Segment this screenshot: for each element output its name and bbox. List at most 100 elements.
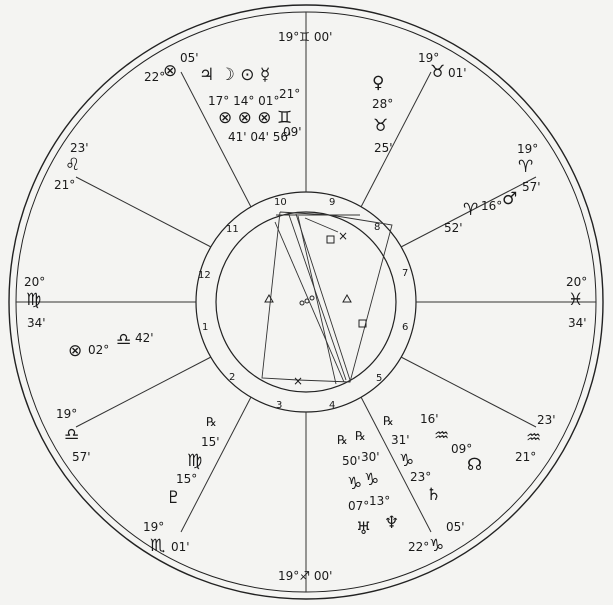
cusp-2-min: 21° [515,450,536,464]
cusp-12-deg: 19° [517,142,538,156]
venus-deg: 28° [372,97,393,111]
retro-1: ℞ [337,433,348,447]
node-group: 16' ♒ 09° ☊ [420,412,482,475]
lower-sign-1: ♑ [347,474,362,494]
house-numbers: 1 2 3 4 5 6 7 8 9 10 11 12 [198,197,408,411]
mars-icon: ♂ [502,189,517,209]
top-signs: ⊗ ⊗ ⊗ ♊ [218,108,292,128]
house-4: 4 [329,400,335,411]
mercury-min: 09' [283,125,302,139]
lower-cluster: ℞ ℞ ℞ 50' 30' 31' ♑ ♑ ♑ 07° 13° 23° ♅ ♆ … [337,414,441,539]
pluto-deg: 15° [176,472,197,486]
mars-deg: 16° [481,199,502,213]
house-5: 5 [376,373,382,384]
pof-icon: ⊗ [68,341,82,361]
top-minutes: 41' 04' 56' [228,130,291,144]
house-9: 9 [329,197,335,208]
house-cusp-lines [16,12,596,592]
cusp-6-deg: 19° [143,520,164,534]
house-2: 2 [229,372,235,383]
pluto-icon: ♇ [166,488,181,508]
house-3: 3 [276,400,282,411]
cusp-left-deg: 20° [24,275,45,289]
cusp-8-sign: ♌ [65,155,80,175]
house-ring-inner [215,211,397,393]
lower-min-1: 50' [342,454,361,468]
pluto-min: 15' [201,435,220,449]
cusp-left-sign: ♍ [26,290,41,310]
cusp-bottom: 19°♐ 00' [278,569,332,583]
cusp-6-sign: ♏ [150,536,165,556]
pluto-group: ℞ 15' ♍ 15° ♇ [166,415,220,508]
cusp-8-deg: 23' [70,141,89,155]
mercury-deg: 21° [279,87,300,101]
neptune-icon: ♆ [384,513,399,533]
venus-min: 25' [374,141,393,155]
uranus-icon: ♅ [356,519,371,539]
house-6: 6 [402,322,408,333]
pluto-sign: ♍ [187,451,202,471]
venus-icon: ♀ [372,73,384,93]
planet-cluster-top: ♃ ☽ ⊙ ☿ 17° 14° 01° ⊗ ⊗ ⊗ ♊ 41' 04' 56' … [199,65,302,144]
cusp-9-min: 05' [180,51,199,65]
retro-3: ℞ [383,414,394,428]
cusp-9-sign: ⊗ [163,61,177,81]
cusp-3-sign: ♑ [429,536,444,556]
cusp-right-deg: 20° [566,275,587,289]
mars-sign: ♈ [463,200,478,220]
aspect-conj-top: × [338,229,348,243]
cusp-right-sign: ♓ [568,290,583,310]
cusp-11-deg: 19° [418,51,439,65]
mars-group: 52' ♈ 16° ♂ [444,189,517,235]
cusp-5-min: 57' [72,450,91,464]
lower-deg-3: 23° [410,470,431,484]
node-icon: ☊ [467,455,482,475]
cusp-right-min: 34' [568,316,587,330]
cusp-left-min: 34' [27,316,46,330]
house-12: 12 [198,270,211,281]
lower-deg-1: 07° [348,499,369,513]
pof-min: 42' [135,331,154,345]
pof-group: ⊗ 02° ♎ 42' [68,330,154,361]
retro-2: ℞ [355,429,366,443]
cusp-2-sign: ♒ [526,428,541,448]
pluto-retro: ℞ [206,415,217,429]
cusp-11-min: 01' [448,66,467,80]
outer-ring-1 [8,4,604,600]
cusp-8-min: 21° [54,178,75,192]
cusp-3-min: 05' [446,520,465,534]
lower-min-2: 30' [361,450,380,464]
lower-sign-2: ♑ [364,470,379,490]
aspect-symbols [264,235,367,328]
cusp-9-deg: 22° [144,70,165,84]
pof-deg: 02° [88,343,109,357]
node-min: 16' [420,412,439,426]
venus-sign: ♉ [373,116,388,136]
cusp-5-deg: 19° [56,407,77,421]
house-10: 10 [274,197,287,208]
cusp-3-deg: 22° [408,540,429,554]
house-7: 7 [402,268,408,279]
house-8: 8 [374,222,380,233]
top-degrees: 17° 14° 01° [208,94,279,108]
aspect-lines [261,211,393,385]
house-11: 11 [226,224,239,235]
cusp-12-min: 57' [522,180,541,194]
mars-min: 52' [444,221,463,235]
node-sign: ♒ [434,426,449,446]
cusp-top: 19°♊ 00' [278,30,332,44]
cusp-5-sign: ♎ [64,425,79,445]
lower-sign-3: ♑ [399,451,414,471]
lower-min-3: 31' [391,433,410,447]
cusp-11-sign: ♉ [430,62,445,82]
cusp-2-deg: 23' [537,413,556,427]
cusp-12-sign: ♈ [518,157,533,177]
top-glyphs: ♃ ☽ ⊙ ☿ [199,65,270,85]
cusp-6-min: 01' [171,540,190,554]
pof-sign: ♎ [116,330,131,350]
node-deg: 09° [451,442,472,456]
lower-deg-2: 13° [369,494,390,508]
venus-group: ♀ 28° ♉ 25' [372,73,393,155]
cusp-labels: 19°♊ 00' 19°♐ 00' 20° ♍ 34' 20° ♓ 34' 19… [24,30,587,583]
